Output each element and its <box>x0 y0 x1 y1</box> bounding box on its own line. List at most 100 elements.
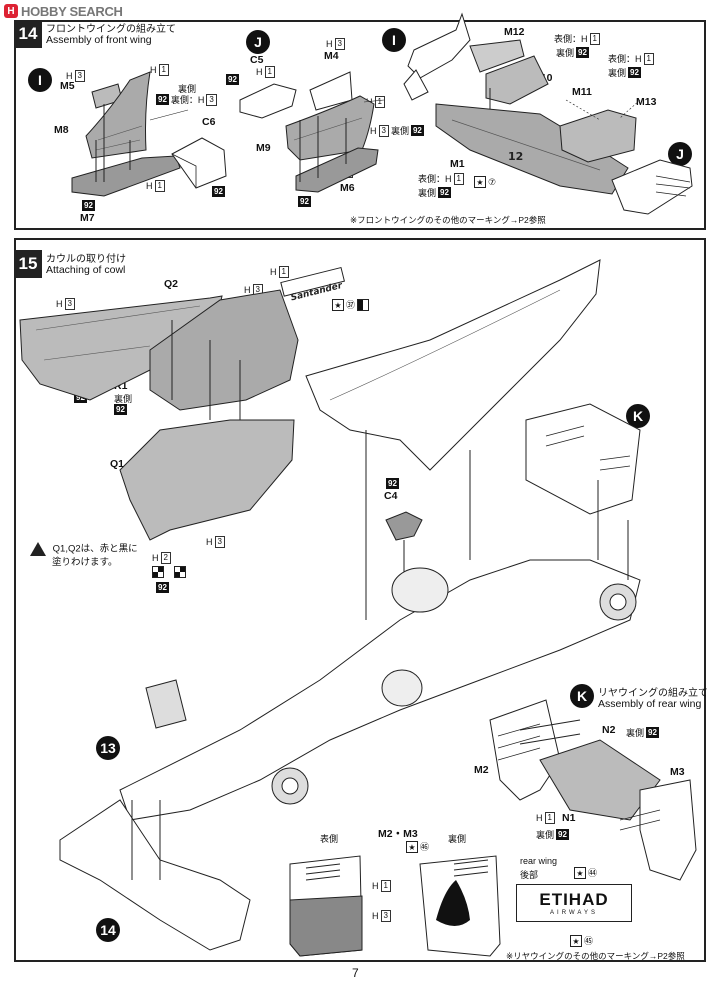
b92-badge: 92 <box>226 74 239 85</box>
warning-line-2: 塗りわけます。 <box>52 557 118 568</box>
step14-title-jp: フロントウイングの組み立て <box>46 24 176 35</box>
step15-title-jp: カウルの取り付け <box>46 254 126 265</box>
step14-frame <box>14 20 706 230</box>
marker-j-right: J <box>668 142 692 166</box>
decal-44: ★㊹ <box>574 866 597 879</box>
part-c4: C4 <box>384 490 398 502</box>
part-m3: M3 <box>670 766 685 778</box>
b92-badge: 92 <box>212 186 225 197</box>
marker-i-left: I <box>28 68 52 92</box>
marker-i-right: I <box>382 28 406 52</box>
part-m7: M7 <box>80 212 95 224</box>
marker-j-mid: J <box>246 30 270 54</box>
omote-label: 表側 <box>320 834 339 844</box>
part-m13: M13 <box>636 96 657 108</box>
decal-7: ★⑦ <box>474 176 496 188</box>
marker-step14: 14 <box>96 918 120 942</box>
brand-logo: H HOBBY SEARCH <box>4 2 123 20</box>
part-q2: Q2 <box>164 278 179 290</box>
sub-k-note: ※リヤウイングのその他のマーキング→P2参照 <box>506 951 685 961</box>
b92-badge: 92 <box>82 200 95 211</box>
part-n1: N1 <box>562 812 576 824</box>
b92-badge: 92 <box>386 478 399 489</box>
sub-k-title-en: Assembly of rear wing <box>598 698 702 710</box>
logo-text: HOBBY SEARCH <box>21 3 123 19</box>
svg-text:12: 12 <box>508 150 523 163</box>
marker-step13: 13 <box>96 736 120 760</box>
part-c5: C5 <box>250 54 264 66</box>
ura-label: 裏側 <box>178 84 197 94</box>
logo-mark: H <box>4 4 18 18</box>
part-m6: M6 <box>340 182 355 194</box>
part-m4: M4 <box>324 50 339 62</box>
airways-text: AIRWAYS <box>550 910 598 916</box>
b92-badge: 92 <box>74 392 87 403</box>
part-m9: M9 <box>256 142 271 154</box>
ura-label: 裏側 <box>448 834 467 844</box>
part-m11: M11 <box>572 86 592 98</box>
part-c6: C6 <box>202 116 216 128</box>
page-number: 7 <box>352 966 359 980</box>
sub-k-title-jp: リヤウイングの組み立て <box>598 688 708 699</box>
ura-label: 裏側 <box>114 394 133 404</box>
etihad-text: ETIHAD <box>539 890 609 909</box>
part-q1: Q1 <box>110 458 125 470</box>
rear-wing-label: rear wing <box>520 856 558 866</box>
warning-icon <box>30 542 46 556</box>
marker-k-sub: K <box>570 684 594 708</box>
etihad-decal: ETIHAD AIRWAYS <box>516 884 632 922</box>
b92-badge: 92 <box>156 582 169 593</box>
part-m1: M1 <box>450 158 465 170</box>
part-m2: M2 <box>474 764 489 776</box>
warning-note: Q1,Q2は、赤と黒に 塗りわけます。 <box>30 542 138 569</box>
part-m8: M8 <box>54 124 69 136</box>
b92-badge: 92 <box>298 196 311 207</box>
decal-37: ★㊲ <box>332 298 370 311</box>
decal-45: ★㊺ <box>570 934 593 947</box>
part-m12: M12 <box>504 26 525 38</box>
b92-badge: 92 <box>114 404 127 415</box>
decal-46: ★㊻ <box>406 840 429 853</box>
kobu-label: 後部 <box>520 870 539 880</box>
step15-title-en: Attaching of cowl <box>46 264 126 276</box>
part-n2: N2 <box>602 724 616 736</box>
step15-frame <box>14 238 706 962</box>
step15-number: 15 <box>14 250 42 278</box>
step14-title-en: Assembly of front wing <box>46 34 152 46</box>
step14-number: 14 <box>14 20 42 48</box>
checker-decals <box>152 566 196 578</box>
warning-line-1: Q1,Q2は、赤と黒に <box>52 543 138 555</box>
part-m5: M5 <box>60 80 75 92</box>
marker-k: K <box>626 404 650 428</box>
part-m2m3: M2・M3 <box>378 828 418 840</box>
step14-note: ※フロントウイングのその他のマーキング→P2参照 <box>350 215 546 225</box>
